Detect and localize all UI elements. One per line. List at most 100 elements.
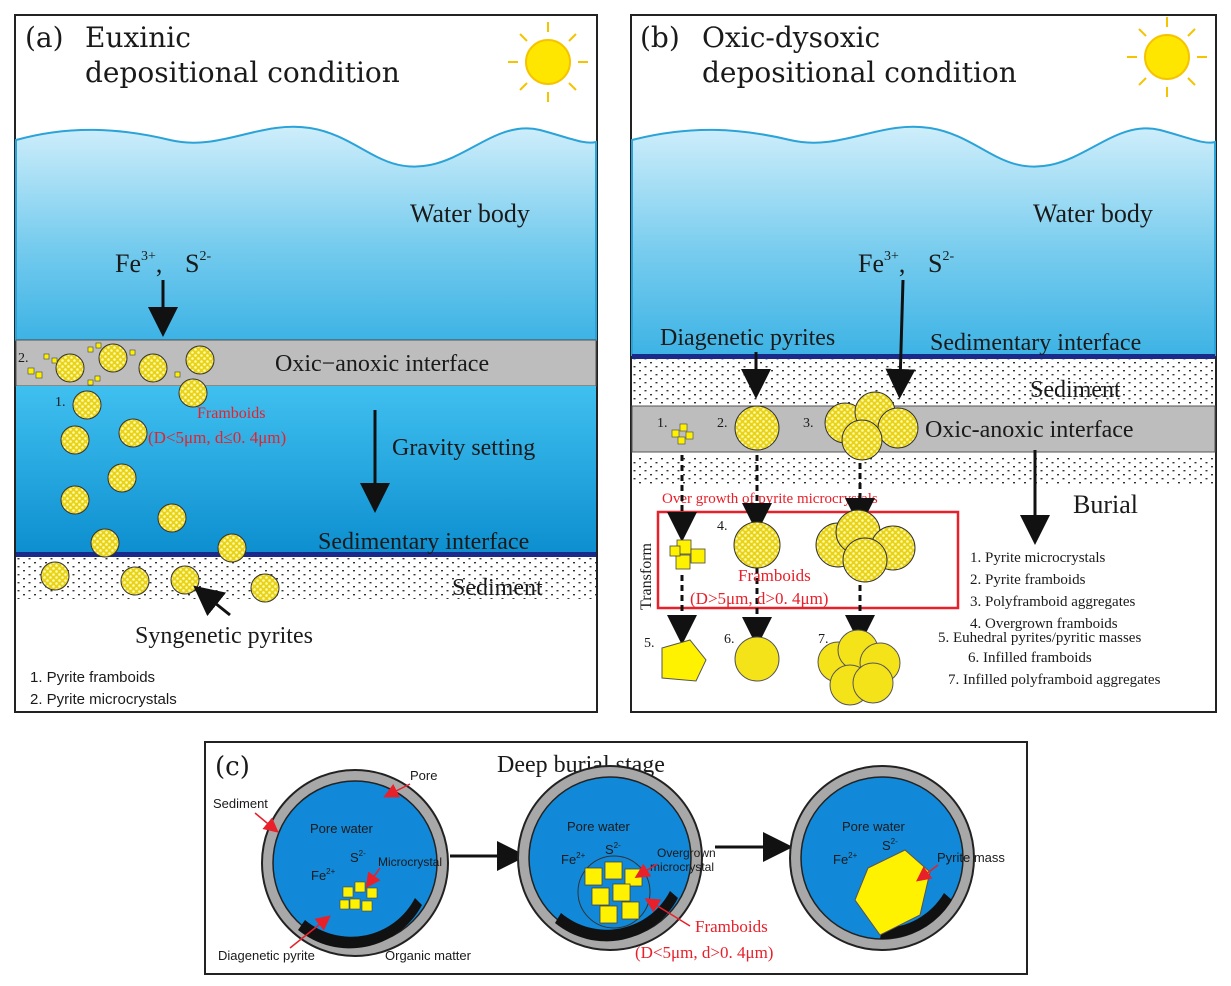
pore-cell-1	[261, 769, 449, 957]
num-6-b: 6.	[724, 632, 735, 647]
euxinic-water-a	[16, 386, 596, 553]
num-2-b: 2.	[717, 416, 728, 431]
pore-water-label-3: Pore water	[842, 819, 906, 834]
fe-ion-a: Fe3+,	[115, 249, 162, 278]
gravity-setting-label-a: Gravity setting	[392, 435, 535, 461]
fe-label-1: Fe2+	[311, 867, 336, 883]
sun-icon-b	[1127, 17, 1207, 97]
num-4-b: 4.	[717, 519, 728, 534]
over-growth-label-b: Over growth of pyrite microcrystals	[662, 491, 878, 507]
oxic-anoxic-label-b: Oxic-anoxic interface	[925, 417, 1134, 443]
euhedral-pyrite-b	[661, 639, 707, 682]
microcrystal-arrow-c	[365, 867, 381, 889]
organic-matter-label-c: Organic matter	[385, 948, 472, 963]
panel-a: (a) Euxinic depositional condition Water…	[14, 14, 598, 713]
s-ion-b: S2-	[928, 249, 954, 278]
legend-b: 1. Pyrite microcrystals 2. Pyrite frambo…	[938, 550, 1161, 688]
framboid-size-b: (D>5μm, d>0. 4μm)	[690, 589, 828, 608]
pore-label: Pore	[410, 768, 437, 783]
pore-cell-3	[789, 765, 975, 951]
overgrown-polyframboid-b	[815, 509, 916, 583]
num-1-a: 1.	[55, 395, 66, 410]
num-2-a: 2.	[18, 351, 29, 366]
legend-b-3: 3. Polyframboid aggregates	[970, 594, 1136, 610]
oxic-anoxic-label-a: Oxic−anoxic interface	[275, 351, 489, 377]
pore-water-label-1: Pore water	[310, 821, 374, 836]
sedimentary-interface-label-a: Sedimentary interface	[318, 529, 529, 555]
framboids-label-b: Framboids	[738, 566, 811, 585]
diagenetic-pyrite-arrow-c	[289, 915, 331, 949]
pore-arrow	[383, 783, 411, 798]
water-body-label-a: Water body	[410, 199, 530, 228]
sedimentary-interface-line-a	[16, 552, 596, 557]
num-7-b: 7.	[818, 632, 829, 647]
panel-a-title-line2: depositional condition	[85, 56, 400, 89]
framboids-label-c: Framboids	[695, 917, 768, 936]
framboids-label-a: Framboids	[197, 405, 265, 422]
s-label-1: S2-	[350, 849, 366, 865]
microcrystals-a	[27, 342, 181, 386]
water-body-b	[631, 125, 1216, 356]
infilled-polyframboid-b	[817, 629, 901, 706]
water-body-label-b: Water body	[1033, 199, 1153, 228]
framboids-arrow-c	[644, 898, 691, 927]
ion-arrow-b	[885, 279, 916, 399]
sedimentary-interface-line-b	[632, 354, 1215, 359]
dashed-arrows-b	[667, 455, 875, 647]
overgrown-arrow-c	[634, 863, 658, 878]
legend-b-5: 5. Euhedral pyrites/pyritic masses	[938, 630, 1141, 646]
overgrowth-box-b	[656, 510, 960, 610]
syngenetic-arrow-a	[193, 585, 231, 617]
polyframboid-b	[824, 391, 919, 461]
transform-label-b: Transform	[638, 542, 655, 610]
fe-label-3: Fe2+	[833, 851, 858, 867]
water-body-a	[15, 125, 597, 341]
pyrite-mass-label-c: Pyrite mass	[937, 850, 1005, 865]
sediment-layer-b	[632, 359, 1215, 406]
diagenetic-label-b: Diagenetic pyrites	[660, 325, 835, 351]
panel-b-title-line2: depositional condition	[702, 56, 1017, 89]
transform-crystals-b	[669, 539, 706, 570]
panel-b-tag: (b)	[640, 21, 680, 54]
diagenetic-pyrite-label-c: Diagenetic pyrite	[218, 948, 315, 963]
num-3-b: 3.	[803, 416, 814, 431]
sediment-label-b: Sediment	[1030, 377, 1121, 403]
sediment-arrow-c	[254, 812, 279, 833]
overgrown-framboid-b	[733, 521, 781, 569]
oxic-anoxic-band-b	[631, 405, 1216, 453]
panel-c-tag: (c)	[215, 752, 250, 782]
legend-b-1: 1. Pyrite microcrystals	[970, 550, 1106, 566]
microcrystal-label-c: Microcrystal	[378, 855, 442, 869]
burial-label-b: Burial	[1073, 490, 1138, 519]
syngenetic-label-a: Syngenetic pyrites	[135, 623, 313, 649]
infilled-framboid-b	[734, 636, 780, 682]
pyrite-mass-arrow-c	[916, 864, 939, 882]
legend-a-2: 2. Pyrite microcrystals	[30, 691, 177, 708]
sediment-layer-a	[16, 557, 596, 599]
sun-icon-a	[508, 22, 588, 102]
microcrystals-b	[671, 423, 694, 445]
overgrown-label-1: Overgrown	[657, 846, 716, 860]
overgrown-label-2: microcrystal	[650, 860, 714, 874]
s-label-3: S2-	[882, 837, 898, 853]
sedimentary-interface-label-b: Sedimentary interface	[930, 330, 1141, 356]
framboid-size-c: (D<5μm, d>0. 4μm)	[635, 943, 773, 962]
legend-b-7: 7. Infilled polyframboid aggregates	[948, 672, 1161, 688]
legend-b-2: 2. Pyrite framboids	[970, 572, 1086, 588]
panel-a-tag: (a)	[25, 21, 64, 54]
num-1-b: 1.	[657, 416, 668, 431]
pore-water-label-2: Pore water	[567, 819, 631, 834]
s-ion-a: S2-	[185, 249, 211, 278]
legend-b-6: 6. Infilled framboids	[968, 650, 1092, 666]
legend-a-1: 1. Pyrite framboids	[30, 669, 155, 686]
sediment-lower-b	[632, 456, 1215, 486]
framboid-size-a: (D<5μm, d≤0. 4μm)	[148, 428, 286, 447]
panel-b: (b) Oxic-dysoxic depositional condition …	[630, 14, 1217, 713]
s-label-2: S2-	[605, 841, 621, 857]
sediment-label-c: Sediment	[213, 796, 268, 811]
legend-b-4: 4. Overgrown framboids	[970, 616, 1118, 632]
fe-label-2: Fe2+	[561, 851, 586, 867]
num-5-b: 5.	[644, 636, 655, 651]
fe-ion-b: Fe3+,	[858, 249, 905, 278]
